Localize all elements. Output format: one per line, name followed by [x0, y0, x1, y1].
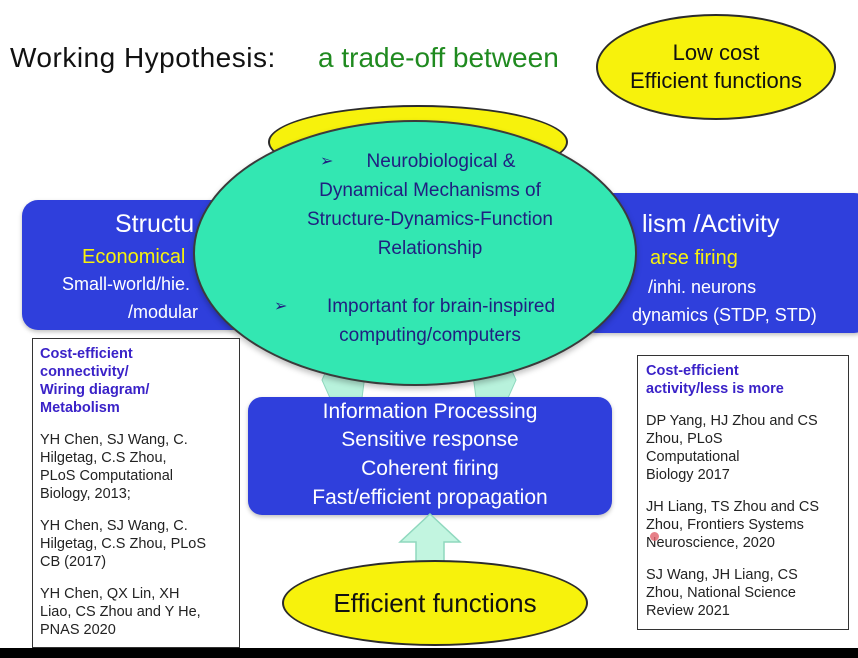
mechanisms-item1-line2: Dynamical Mechanisms of	[319, 180, 541, 201]
right-ref3-line3: Review 2021	[646, 603, 730, 619]
cost-ellipse-line1: Low cost	[672, 40, 760, 65]
structure-line2: /modular	[128, 302, 199, 322]
right-ref1-line2: Zhou, PLoS	[646, 431, 723, 447]
right-ref-heading-2: activity/less is more	[646, 381, 784, 397]
left-ref1-line4: Biology, 2013;	[40, 486, 131, 502]
left-ref-heading-1: Cost-efficient	[40, 346, 133, 362]
activity-line2: dynamics (STDP, STD)	[632, 305, 817, 325]
left-ref3-line2: Liao, CS Zhou and Y He,	[40, 604, 201, 620]
right-ref1-line4: Biology 2017	[646, 467, 730, 483]
mechanisms-ellipse	[193, 120, 637, 386]
activity-title: lism /Activity	[642, 210, 780, 238]
left-ref2-line1: YH Chen, SJ Wang, C.	[40, 518, 188, 534]
activity-subtitle: arse firing	[650, 247, 738, 269]
cost-ellipse-line2: Efficient functions	[629, 68, 803, 93]
structure-subtitle: Economical	[82, 246, 186, 268]
right-ref1-line3: Computational	[646, 449, 740, 465]
structure-line1: Small-world/hie.	[62, 274, 191, 294]
left-reference-box: Cost-efficient connectivity/ Wiring diag…	[32, 338, 240, 648]
left-ref2-line3: CB (2017)	[40, 554, 107, 570]
left-ref1-line1: YH Chen, SJ Wang, C.	[40, 432, 188, 448]
mechanisms-item2-line1: Important for brain-inspired	[326, 296, 556, 317]
cost-ellipse: Low cost Efficient functions	[596, 14, 836, 120]
right-ref3-line2: Zhou, National Science	[646, 585, 796, 601]
left-ref3-line3: PNAS 2020	[40, 622, 116, 638]
right-ref2-line3: Neuroscience, 2020	[646, 535, 775, 551]
right-ref1-line1: DP Yang, HJ Zhou and CS	[646, 413, 818, 429]
bullet-arrow-icon: ➢	[320, 153, 334, 170]
info-processing-box	[248, 397, 612, 515]
right-ref3-line1: SJ Wang, JH Liang, CS	[646, 567, 798, 583]
right-ref2-line2: Zhou, Frontiers Systems	[646, 517, 804, 533]
pointer-dot-icon	[650, 532, 659, 541]
bottom-bar	[0, 648, 858, 658]
mechanisms-item1-line3: Structure-Dynamics-Function	[306, 209, 554, 230]
mechanisms-item2: ➢ Important for brain-inspired computing…	[260, 292, 600, 350]
mechanisms-item2-line2: computing/computers	[339, 325, 521, 346]
info-line3: Fast/efficient propagation	[312, 486, 548, 509]
title-working-hypothesis: Working Hypothesis:	[10, 42, 276, 73]
left-ref-heading-3: Wiring diagram/	[40, 382, 150, 398]
left-ref3-line1: YH Chen, QX Lin, XH	[40, 586, 180, 602]
left-ref2-line2: Hilgetag, C.S Zhou, PLoS	[40, 536, 207, 552]
mechanisms-item1-line1: Neurobiological &	[366, 151, 516, 172]
activity-line1: /inhi. neurons	[648, 277, 757, 297]
left-ref-heading-4: Metabolism	[40, 400, 120, 416]
left-ref-heading-2: connectivity/	[40, 364, 129, 380]
right-reference-box: Cost-efficient activity/less is more DP …	[637, 355, 849, 630]
info-line1: Sensitive response	[341, 428, 519, 451]
right-ref-heading-1: Cost-efficient	[646, 363, 739, 379]
title-tradeoff: a trade-off between	[318, 42, 559, 73]
left-ref1-line2: Hilgetag, C.S Zhou,	[40, 450, 167, 466]
info-title: Information Processing	[322, 400, 538, 423]
info-line2: Coherent firing	[361, 457, 499, 480]
right-ref2-line1: JH Liang, TS Zhou and CS	[646, 499, 820, 515]
efficient-functions-label: Efficient functions	[333, 587, 537, 618]
structure-title: Structu	[115, 210, 195, 238]
bullet-arrow-icon: ➢	[274, 298, 288, 315]
mechanisms-item1: ➢ Neurobiological & Dynamical Mechanisms…	[280, 147, 580, 263]
mechanisms-item1-line4: Relationship	[377, 238, 483, 259]
efficient-functions-ellipse: Efficient functions	[282, 560, 588, 646]
left-ref1-line3: PLoS Computational	[40, 468, 173, 484]
